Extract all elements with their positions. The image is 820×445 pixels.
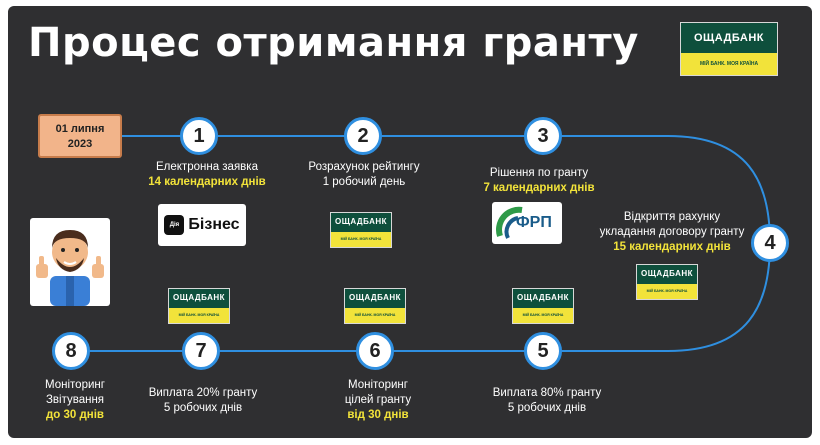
thumbs-up-man-illustration (30, 218, 110, 306)
path-line-top (122, 135, 771, 244)
process-path (78, 135, 771, 352)
step-label-5: Виплата 80% гранту 5 робочих днів (472, 386, 622, 416)
step-title-2: Розрахунок рейтингу (308, 161, 420, 173)
logo-brand: ОЩАДБАНК (693, 32, 765, 44)
step-node-6: 6 (356, 332, 394, 370)
step-label-4: Відкриття рахунку укладання договору гра… (592, 210, 752, 255)
step-title-3: Рішення по гранту (489, 167, 589, 179)
man-thumbs-up-icon (36, 230, 104, 306)
step-title-4b: укладання договору гранту (599, 226, 745, 238)
frp-logo: ФРП (492, 202, 562, 244)
path-line-bottom (78, 242, 771, 352)
frp-arc-icon (496, 206, 523, 239)
step-node-1: 1 (180, 117, 218, 155)
step-title-6a: Моніторинг (348, 379, 408, 391)
step-title-6b: цілей гранту (344, 394, 412, 406)
step-label-2: Розрахунок рейтингу 1 робочий день (294, 160, 434, 190)
step-duration-5: 5 робочих днів (507, 402, 587, 414)
step-title-4a: Відкриття рахунку (623, 211, 721, 223)
oschadbank-logo-step-2: ОЩАДБАНК МІЙ БАНК. МОЯ КРАЇНА (330, 212, 392, 248)
step-node-7: 7 (182, 332, 220, 370)
step-title-8a: Моніторинг (45, 379, 105, 391)
diia-biznes-logo: Дія Бізнес (158, 204, 246, 246)
step-label-8: Моніторинг Звітування до 30 днів (20, 378, 130, 423)
oschadbank-logo-step-6: ОЩАДБАНК МІЙ БАНК. МОЯ КРАЇНА (344, 288, 406, 324)
step-duration-2: 1 робочий день (322, 176, 406, 188)
diagram-canvas: Процес отримання гранту ОЩАДБАНК МІЙ БАН… (8, 6, 812, 438)
step-node-2: 2 (344, 117, 382, 155)
diia-badge: Дія (164, 215, 185, 235)
logo-tagline: МІЙ БАНК. МОЯ КРАЇНА (681, 53, 777, 75)
page-title: Процес отримання гранту (28, 20, 639, 66)
oschadbank-logo-header: ОЩАДБАНК МІЙ БАНК. МОЯ КРАЇНА (680, 22, 778, 76)
step-duration-4: 15 календарних днів (613, 241, 731, 253)
step-node-3: 3 (524, 117, 562, 155)
oschadbank-logo-step-5: ОЩАДБАНК МІЙ БАНК. МОЯ КРАЇНА (512, 288, 574, 324)
step-label-6: Моніторинг цілей гранту від 30 днів (318, 378, 438, 423)
start-date-box: 01 липня 2023 (38, 114, 122, 158)
step-duration-8: до 30 днів (45, 409, 105, 421)
step-node-4: 4 (751, 224, 789, 262)
frp-text: ФРП (516, 214, 552, 231)
step-label-1: Електронна заявка 14 календарних днів (132, 160, 282, 190)
step-label-3: Рішення по гранту 7 календарних днів (464, 166, 614, 196)
biznes-text: Бізнес (188, 216, 240, 233)
step-duration-3: 7 календарних днів (483, 182, 595, 194)
step-duration-7: 5 робочих днів (163, 402, 243, 414)
start-date-day: 01 липня (55, 123, 105, 135)
step-title-1: Електронна заявка (156, 161, 258, 173)
step-node-5: 5 (524, 332, 562, 370)
start-date-year: 2023 (67, 138, 93, 150)
oschadbank-logo-step-7: ОЩАДБАНК МІЙ БАНК. МОЯ КРАЇНА (168, 288, 230, 324)
step-node-8: 8 (52, 332, 90, 370)
step-duration-6: від 30 днів (347, 409, 409, 421)
step-label-7: Виплата 20% гранту 5 робочих днів (128, 386, 278, 416)
step-title-5: Виплата 80% гранту (492, 387, 602, 399)
step-duration-1: 14 календарних днів (148, 176, 266, 188)
step-title-8b: Звітування (45, 394, 105, 406)
oschadbank-logo-step-4: ОЩАДБАНК МІЙ БАНК. МОЯ КРАЇНА (636, 264, 698, 300)
step-title-7: Виплата 20% гранту (148, 387, 258, 399)
